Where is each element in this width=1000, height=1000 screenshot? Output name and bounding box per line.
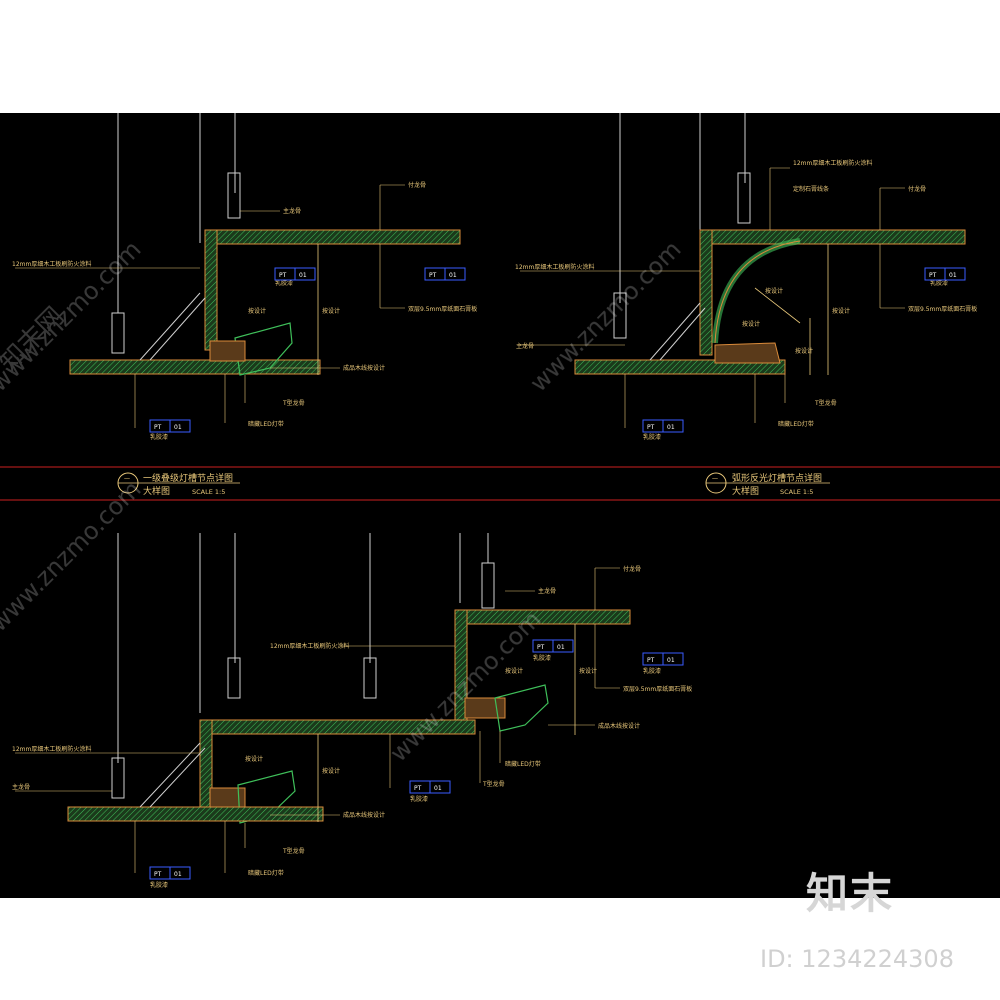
detail-number: 一 <box>712 476 718 483</box>
svg-text:01: 01 <box>667 424 675 431</box>
detail-title: 一级叠级灯槽节点详图 <box>143 472 233 484</box>
svg-text:01: 01 <box>434 785 442 792</box>
label-trim-upper: 成品木线按设计 <box>598 722 640 730</box>
pt-tag-right: PT 01 <box>924 267 966 281</box>
svg-text:01: 01 <box>557 644 565 651</box>
label-tbar: T型龙骨 <box>282 399 305 407</box>
label-height-2: 按设计 <box>795 347 813 355</box>
pt-tag-upper: PT 01 <box>274 267 316 281</box>
label-wood-keel: 付龙骨 <box>908 185 926 193</box>
label-trim: 成品木线按设计 <box>343 811 385 819</box>
label-top-board: 12mm厚细木工板刷防火涂料 <box>793 159 872 167</box>
label-height: 按设计 <box>322 307 340 315</box>
brand-logo-text: 知末 <box>806 869 895 918</box>
detail-1: 主龙骨 付龙骨 12mm厚细木工板刷防火涂料 双层9.5mm厚纸面石膏板 按设计… <box>12 113 477 497</box>
svg-text:PT: PT <box>279 272 287 279</box>
label-led-size: 按设计 <box>248 307 266 315</box>
label-height: 按设计 <box>832 307 850 315</box>
label-trim: 成品木线按设计 <box>343 364 385 372</box>
cad-drawing: 主龙骨 付龙骨 12mm厚细木工板刷防火涂料 双层9.5mm厚纸面石膏板 按设计… <box>0 113 1000 889</box>
label-wood-keel: 付龙骨 <box>623 565 641 573</box>
label-finish-right: 乳胶漆 <box>643 667 661 675</box>
pt-tag: PT 01 <box>149 419 191 433</box>
label-finish-upper: 乳胶漆 <box>533 654 551 662</box>
pt-tag-right: PT 01 <box>642 652 684 666</box>
label-finish: 乳胶漆 <box>150 881 168 889</box>
label-led-strip: 暗藏LED灯带 <box>248 420 284 428</box>
detail-subtitle: 大样图 <box>732 485 759 497</box>
label-finish-mid: 乳胶漆 <box>410 795 428 803</box>
detail-scale: SCALE 1:5 <box>192 488 225 496</box>
svg-text:PT: PT <box>154 424 162 431</box>
label-led-size-upper: 按设计 <box>505 667 523 675</box>
svg-text:PT: PT <box>537 644 545 651</box>
svg-text:01: 01 <box>667 657 675 664</box>
label-finish-right: 乳胶漆 <box>930 279 948 287</box>
svg-text:PT: PT <box>929 272 937 279</box>
label-gypsum-board: 双层9.5mm厚纸面石膏板 <box>408 305 477 313</box>
detail-number: 一 <box>124 476 130 483</box>
label-main-keel: 主龙骨 <box>516 342 534 350</box>
label-main-keel: 主龙骨 <box>12 783 30 791</box>
label-arc-board: 定制石膏线条 <box>793 185 829 193</box>
svg-text:PT: PT <box>154 871 162 878</box>
label-led-size: 按设计 <box>742 320 760 328</box>
label-radius: 按设计 <box>765 287 783 295</box>
label-finish-upper: 乳胶漆 <box>275 279 293 287</box>
detail-2: 12mm厚细木工板刷防火涂料 定制石膏线条 付龙骨 12mm厚细木工板刷防火涂料… <box>515 113 977 497</box>
svg-text:PT: PT <box>647 424 655 431</box>
pt-tag-right: PT 01 <box>424 267 466 281</box>
label-gypsum-board: 双层9.5mm厚纸面石膏板 <box>623 685 692 693</box>
pt-tag: PT 01 <box>642 419 684 433</box>
pt-tag-mid: PT 01 <box>409 780 451 794</box>
label-finish: 乳胶漆 <box>150 433 168 441</box>
label-fire-board-upper: 12mm厚细木工板刷防火涂料 <box>270 642 349 650</box>
svg-text:PT: PT <box>429 272 437 279</box>
watermark-id: ID: 1234224308 <box>760 945 954 973</box>
svg-text:01: 01 <box>174 871 182 878</box>
label-fire-board: 12mm厚细木工板刷防火涂料 <box>515 263 594 271</box>
label-main-keel-upper: 主龙骨 <box>538 587 556 595</box>
label-fire-board: 12mm厚细木工板刷防火涂料 <box>12 745 91 753</box>
detail-subtitle: 大样图 <box>143 485 170 497</box>
detail-title: 弧形反光灯槽节点详图 <box>732 472 822 484</box>
svg-text:01: 01 <box>299 272 307 279</box>
detail-3: 主龙骨 付龙骨 12mm厚细木工板刷防火涂料 双层9.5mm厚纸面石膏板 按设计… <box>12 533 692 889</box>
label-finish: 乳胶漆 <box>643 433 661 441</box>
cad-drawing-sheet: 主龙骨 付龙骨 12mm厚细木工板刷防火涂料 双层9.5mm厚纸面石膏板 按设计… <box>0 113 1000 898</box>
svg-text:www.znzmo.com: www.znzmo.com <box>0 475 147 637</box>
svg-text:PT: PT <box>647 657 655 664</box>
label-led-size: 按设计 <box>245 755 263 763</box>
label-tbar-upper: T型龙骨 <box>482 780 505 788</box>
svg-text:PT: PT <box>414 785 422 792</box>
pt-tag: PT 01 <box>149 866 191 880</box>
label-tbar: T型龙骨 <box>814 399 837 407</box>
watermark-diagonal: www.znzmo.com www.znzmo.com www.znzmo.co… <box>0 235 687 767</box>
label-fire-board: 12mm厚细木工板刷防火涂料 <box>12 260 91 268</box>
svg-text:01: 01 <box>949 272 957 279</box>
svg-text:01: 01 <box>174 424 182 431</box>
label-height-upper: 按设计 <box>579 667 597 675</box>
label-led-strip: 暗藏LED灯带 <box>778 420 814 428</box>
label-led-strip: 暗藏LED灯带 <box>248 869 284 877</box>
label-wood-keel: 付龙骨 <box>408 181 426 189</box>
svg-text:01: 01 <box>449 272 457 279</box>
label-led-strip-upper: 暗藏LED灯带 <box>505 760 541 768</box>
pt-tag-upper: PT 01 <box>532 639 574 653</box>
label-height: 按设计 <box>322 767 340 775</box>
label-tbar: T型龙骨 <box>282 847 305 855</box>
label-main-keel: 主龙骨 <box>283 207 301 215</box>
detail-scale: SCALE 1:5 <box>780 488 813 496</box>
label-gypsum-board: 双层9.5mm厚纸面石膏板 <box>908 305 977 313</box>
